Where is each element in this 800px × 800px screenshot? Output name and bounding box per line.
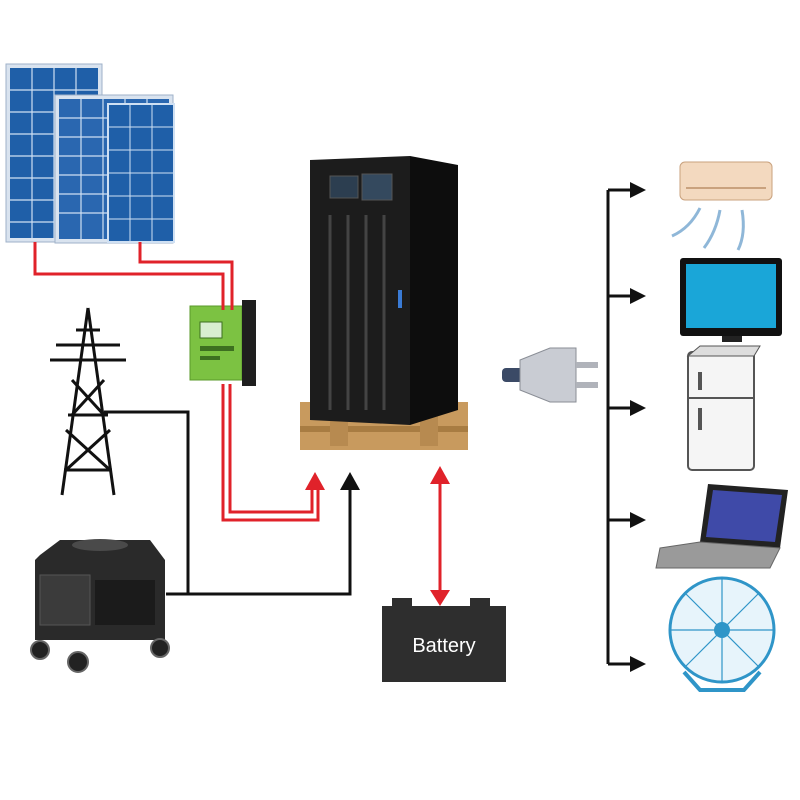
air-conditioner-icon	[671, 161, 773, 251]
laptop-icon	[655, 484, 788, 569]
battery-label: Battery	[412, 635, 475, 657]
charge-controller-icon	[189, 300, 256, 386]
dc-wiring	[33, 242, 320, 522]
fan-icon	[668, 576, 776, 692]
ac-input-arrow	[340, 472, 360, 490]
tv-icon	[680, 258, 782, 342]
battery-icon	[382, 598, 506, 682]
power-plug-icon	[502, 347, 598, 403]
ac-wiring	[104, 410, 352, 596]
inverter-cabinet-icon	[300, 156, 468, 450]
distribution-bus	[606, 188, 630, 666]
dc-input-arrow	[305, 472, 325, 490]
battery-link	[430, 466, 450, 606]
generator-icon	[30, 539, 170, 673]
refrigerator-icon	[686, 345, 761, 471]
solar-panel-icon	[5, 63, 175, 244]
power-tower-icon	[50, 307, 126, 496]
load-arrows	[630, 182, 646, 672]
